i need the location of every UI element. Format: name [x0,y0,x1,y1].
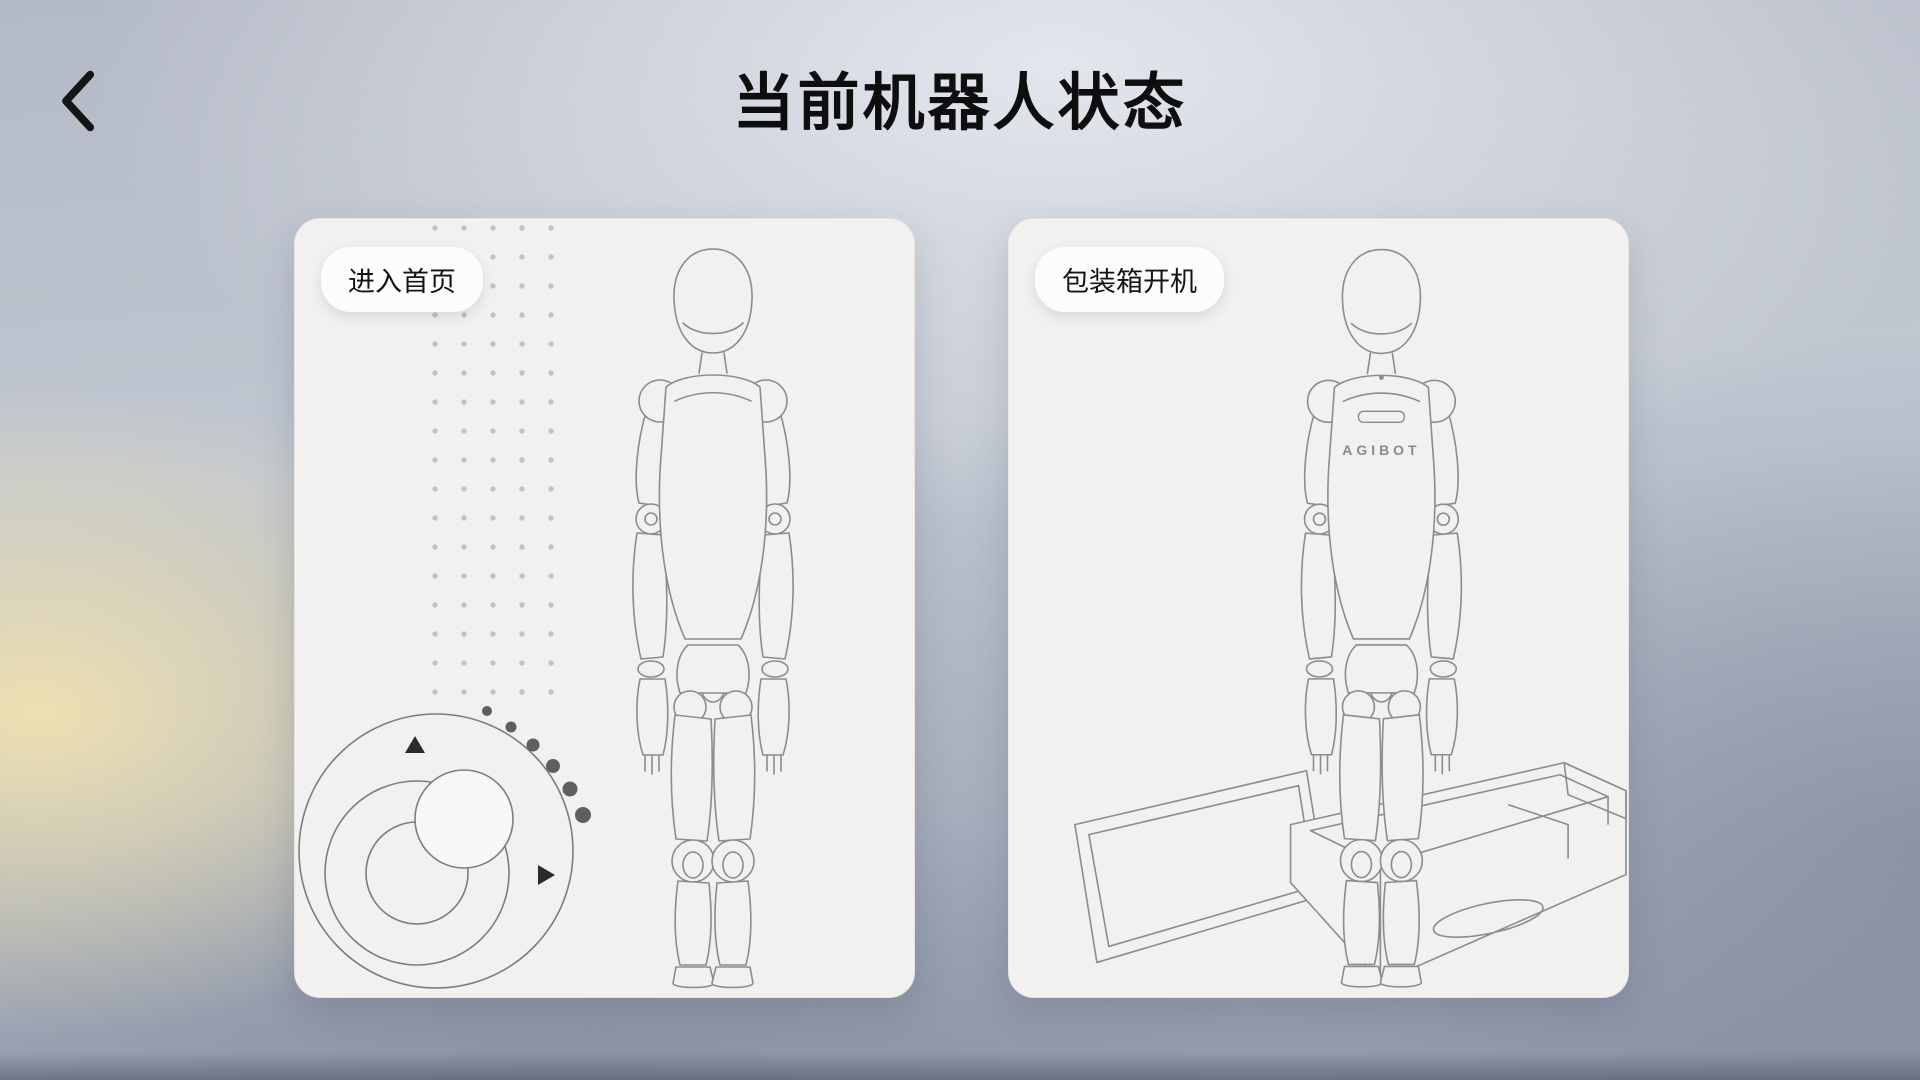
card-badge: 进入首页 [321,247,483,312]
arrow-up-icon [405,736,425,753]
page-title: 当前机器人状态 [732,69,1188,138]
card-enter-home[interactable]: 进入首页 [294,218,915,998]
back-button[interactable] [48,68,106,136]
arrow-right-icon [538,865,555,885]
card-badge: 包装箱开机 [1035,247,1224,312]
robot-chest-label: AGIBOT [1342,442,1420,458]
chevron-left-icon [62,70,95,132]
packing-box-robot-illustration: AGIBOT [1074,248,1627,988]
card-box-power-on[interactable]: AGIBOT 包装箱开机 [1008,218,1629,998]
bottom-gradient [0,1052,1920,1080]
robot-chest-details: AGIBOT [1342,374,1420,458]
robot-front-illustration [632,248,794,989]
joystick-dial-illustration [298,706,591,989]
dial-arc-dots [482,706,591,823]
dial-arrow-icons [405,736,555,885]
